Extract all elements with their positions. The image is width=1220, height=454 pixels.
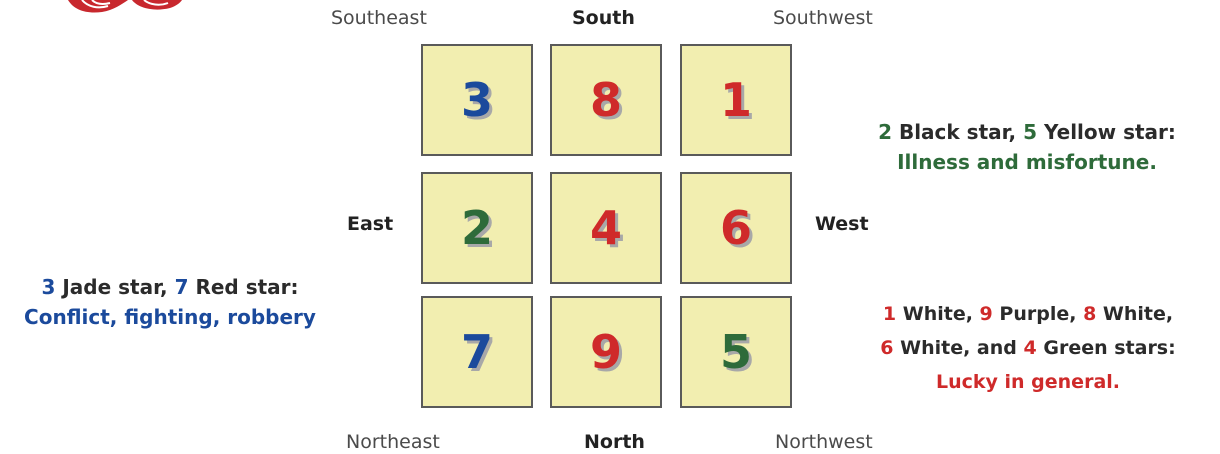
- star-number: 1: [720, 77, 752, 123]
- star-number: 2: [461, 205, 493, 251]
- grid-cell: 1: [680, 44, 792, 156]
- legend-text: Green stars:: [1037, 337, 1176, 359]
- direction-south: South: [572, 7, 635, 29]
- grid-cell: 2: [421, 172, 533, 284]
- logo-fragment: [62, 0, 182, 16]
- star-number: 4: [590, 205, 622, 251]
- direction-west: West: [815, 213, 869, 235]
- direction-northwest: Northwest: [775, 431, 873, 453]
- legend-meaning: Conflict, fighting, robbery: [0, 302, 340, 332]
- grid-cell: 5: [680, 296, 792, 408]
- legend-text: White, and: [894, 337, 1024, 359]
- direction-north: North: [584, 431, 645, 453]
- direction-east: East: [347, 213, 393, 235]
- grid-cell: 9: [550, 296, 662, 408]
- legend-lucky: 1 White, 9 Purple, 8 White, 6 White, and…: [842, 297, 1214, 399]
- legend-number: 9: [980, 303, 993, 325]
- legend-number: 8: [1083, 303, 1096, 325]
- legend-text: Black star,: [892, 120, 1023, 144]
- legend-text: Red star:: [189, 275, 299, 299]
- legend-meaning: Illness and misfortune.: [852, 147, 1202, 177]
- direction-northeast: Northeast: [346, 431, 440, 453]
- grid-cell: 8: [550, 44, 662, 156]
- legend-text: Jade star,: [55, 275, 174, 299]
- star-number: 5: [720, 329, 752, 375]
- legend-number: 2: [878, 120, 892, 144]
- legend-text: White,: [1096, 303, 1173, 325]
- legend-number: 1: [883, 303, 896, 325]
- legend-number: 6: [880, 337, 893, 359]
- legend-illness: 2 Black star, 5 Yellow star: Illness and…: [852, 117, 1202, 177]
- legend-number: 7: [175, 275, 189, 299]
- legend-text: Purple,: [993, 303, 1083, 325]
- star-number: 3: [461, 77, 493, 123]
- legend-number: 4: [1024, 337, 1037, 359]
- grid-cell: 7: [421, 296, 533, 408]
- star-number: 9: [590, 329, 622, 375]
- direction-southwest: Southwest: [773, 7, 873, 29]
- legend-number: 3: [41, 275, 55, 299]
- grid-cell: 6: [680, 172, 792, 284]
- star-number: 7: [461, 329, 493, 375]
- grid-cell: 3: [421, 44, 533, 156]
- legend-number: 5: [1023, 120, 1037, 144]
- legend-meaning: Lucky in general.: [842, 365, 1214, 399]
- legend-text: White,: [896, 303, 979, 325]
- legend-text: Yellow star:: [1037, 120, 1176, 144]
- direction-southeast: Southeast: [331, 7, 427, 29]
- legend-conflict: 3 Jade star, 7 Red star: Conflict, fight…: [0, 272, 340, 332]
- star-number: 8: [590, 77, 622, 123]
- star-number: 6: [720, 205, 752, 251]
- grid-cell: 4: [550, 172, 662, 284]
